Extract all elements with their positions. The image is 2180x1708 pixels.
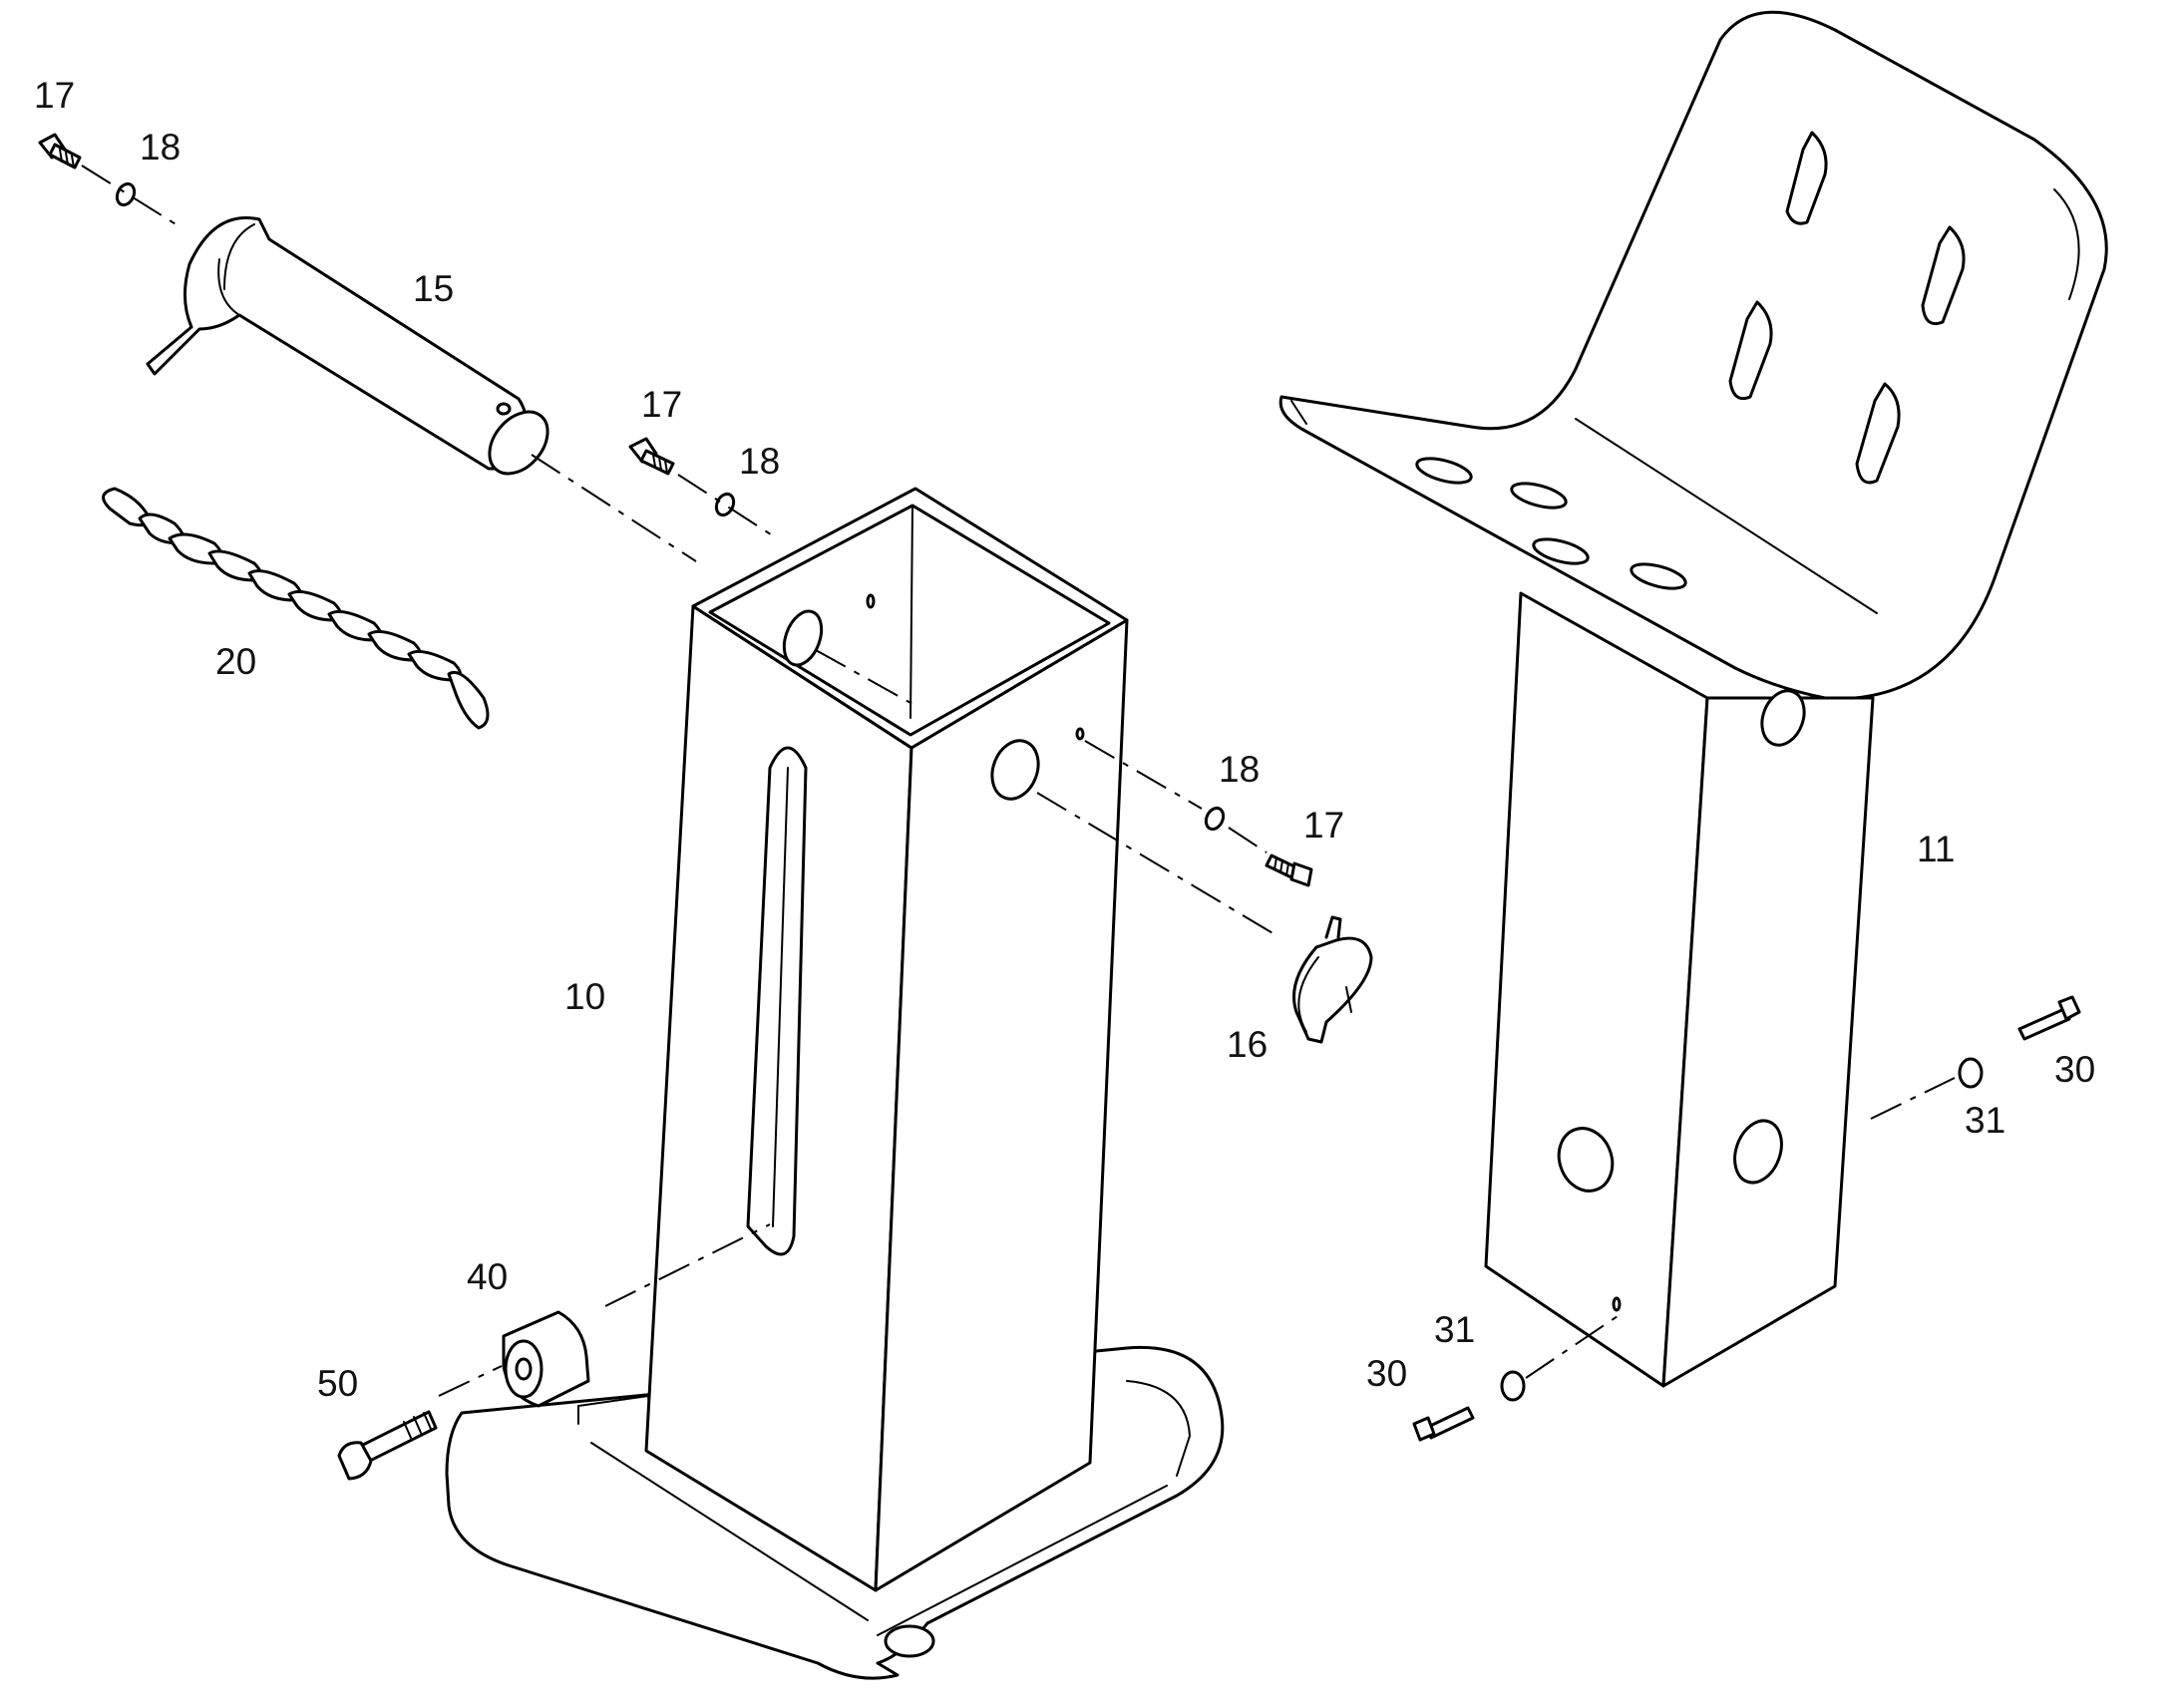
- part-10-base-post: [445, 487, 1225, 1680]
- part-31-nut-b: [1500, 1370, 1526, 1402]
- part-17-screw-c: [1265, 854, 1313, 887]
- part-18-washer-c: [1204, 806, 1226, 832]
- callout-15: 15: [413, 268, 454, 309]
- foot-plate-hole: [884, 1624, 935, 1658]
- part-16-linch-pin: [1292, 915, 1373, 1044]
- part-11-seat-post: [1278, 10, 2108, 1388]
- part-20-chain: [102, 487, 490, 730]
- part-17-screw-b: [628, 437, 675, 476]
- part-18-washer-a: [115, 181, 137, 207]
- assembly-centerlines: [81, 165, 1956, 1397]
- callout-40: 40: [467, 1256, 508, 1297]
- part-30-bolt-a: [2017, 995, 2081, 1041]
- callout-31: 31: [1965, 1100, 2005, 1141]
- part-31-nut-a: [1958, 1057, 1984, 1089]
- callout-18: 18: [1219, 749, 1260, 790]
- callout-labels: 17 18 15 17 18 20 18 17 11 10 16 30 31 4…: [34, 75, 2095, 1404]
- callout-17: 17: [641, 384, 682, 425]
- callout-10: 10: [564, 976, 605, 1017]
- part-50-bolt: [337, 1410, 438, 1481]
- callout-18: 18: [739, 441, 780, 482]
- seat-slots: [1415, 131, 1966, 590]
- callout-20: 20: [215, 641, 256, 682]
- part-40-spacer: [502, 1310, 590, 1408]
- callout-16: 16: [1227, 1024, 1268, 1065]
- callout-17: 17: [1303, 805, 1344, 846]
- callout-11: 11: [1917, 829, 1955, 869]
- part-30-bolt-b: [1412, 1406, 1475, 1442]
- part-15-pin: [146, 216, 549, 476]
- part-18-washer-b: [714, 492, 736, 517]
- callout-31: 31: [1434, 1309, 1475, 1350]
- part-17-screw-a: [38, 133, 82, 170]
- callout-18: 18: [140, 127, 181, 168]
- callout-30: 30: [1366, 1353, 1407, 1394]
- callout-30: 30: [2054, 1049, 2095, 1090]
- callout-50: 50: [317, 1363, 358, 1404]
- callout-17: 17: [34, 75, 75, 116]
